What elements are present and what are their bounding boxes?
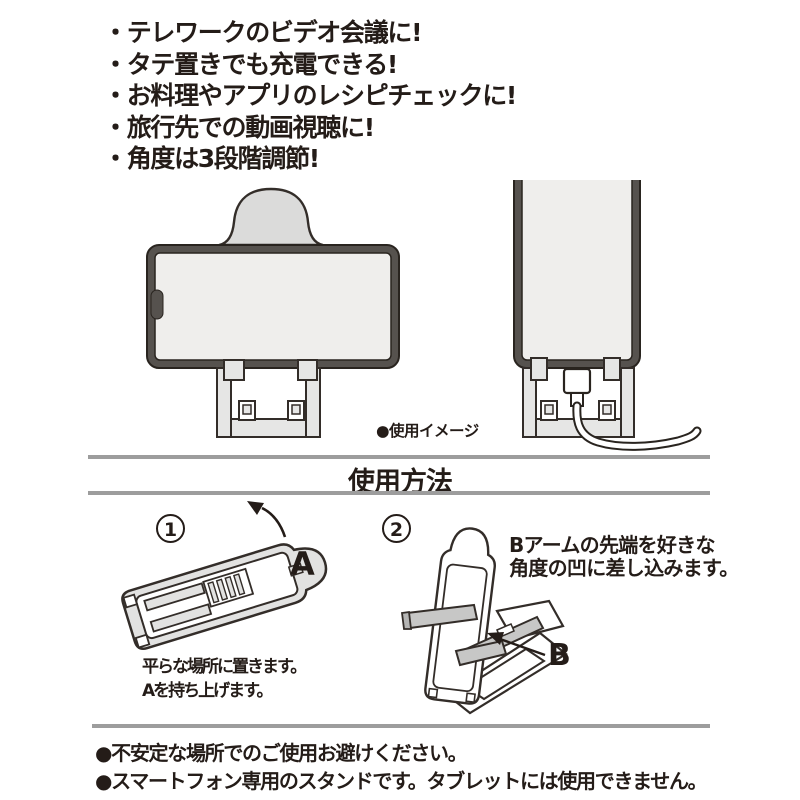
folded-stand [121,543,328,651]
usb-plug [562,367,592,395]
step1-diagram: A [121,501,328,651]
section-divider-top [88,455,710,459]
phone-screen [521,180,633,361]
stand-hook-notch [242,404,252,415]
stand-front [522,357,635,438]
person-head [218,187,324,247]
stand-nub [287,562,304,577]
stand-hook-notch [291,404,301,415]
pointer-arrow-head [487,632,504,645]
stand-front [216,359,321,438]
pointer-line [499,637,546,657]
camera-pill [150,289,164,320]
stand-leg [620,367,635,438]
lift-arrow-head [247,501,264,515]
step2-caption-line1: Bアームの先端を好きな [509,533,715,557]
feature-list: ・テレワークのビデオ会議に! ・タテ置きでも充電できる! ・お料理やアプリのレシ… [103,17,517,175]
phone-holder-tab [223,359,245,381]
feature-item: ・タテ置きでも充電できる! [103,49,398,79]
charge-cable [574,403,700,449]
step2-number-badge: 2 [382,514,411,543]
note-item: ●不安定な場所でのご使用お避けください。 [95,741,468,765]
part-a-label: A [290,545,315,583]
part-b-label: B [548,638,571,673]
phone-holder-tab [530,357,548,381]
ratchet-slot [207,581,220,604]
section-divider-bottom [88,491,710,495]
phone-ledge-cap [400,610,413,630]
ratchet-slot [224,575,237,599]
foot-notch [465,692,476,704]
step2-caption: Bアームの先端を好きな 角度の凹に差し込みます。 [509,534,739,580]
phone-screen [154,252,392,361]
foot-notch [427,687,439,699]
step1-caption-line2: Aを持ち上げます。 [142,681,273,701]
notes-divider [92,724,710,728]
step2-caption-line2: 角度の凹に差し込みます。 [509,556,739,580]
ratchet-slot [215,578,229,601]
step1-caption: 平らな場所に置きます。 Aを持ち上げます。 [142,655,307,703]
front-bar [454,639,508,667]
stand-bottom-bar [228,418,309,438]
notes-list: ●不安定な場所でのご使用お避けください。 ●スマートフォン専用のスタンドです。タ… [95,739,708,795]
feature-item: ・旅行先での動画視聴に! [103,112,375,142]
note-item: ●スマートフォン専用のスタンドです。タブレットには使用できません。 [95,769,708,793]
stand-hook-notch [544,404,554,415]
feature-item: ・テレワークのビデオ会議に! [103,18,423,47]
edge-hook [122,593,139,609]
folded-arm [143,582,206,612]
usage-diagrams [146,180,702,451]
usage-image-caption: ●使用イメージ [376,422,479,440]
ratchet-slot [232,573,246,596]
step2-diagram: B [400,527,571,715]
landscape-phone-diagram [146,187,400,438]
feature-item: ・お料理やアプリのレシピチェックに! [103,81,517,110]
portrait-phone-diagram [513,180,702,451]
edge-hook [134,633,151,649]
folded-arm [149,603,213,633]
stand-hook-notch [602,404,612,415]
step1-number-badge: 1 [156,514,185,543]
phone-holder-tab [603,357,621,381]
feature-item: ・角度は3段階調節! [103,144,320,173]
phone-holder-tab [297,359,318,381]
lift-arrow [261,506,287,538]
step1-caption-line1: 平らな場所に置きます。 [142,657,307,677]
back-plate-cutline [432,563,488,693]
stand-leg [522,367,537,438]
